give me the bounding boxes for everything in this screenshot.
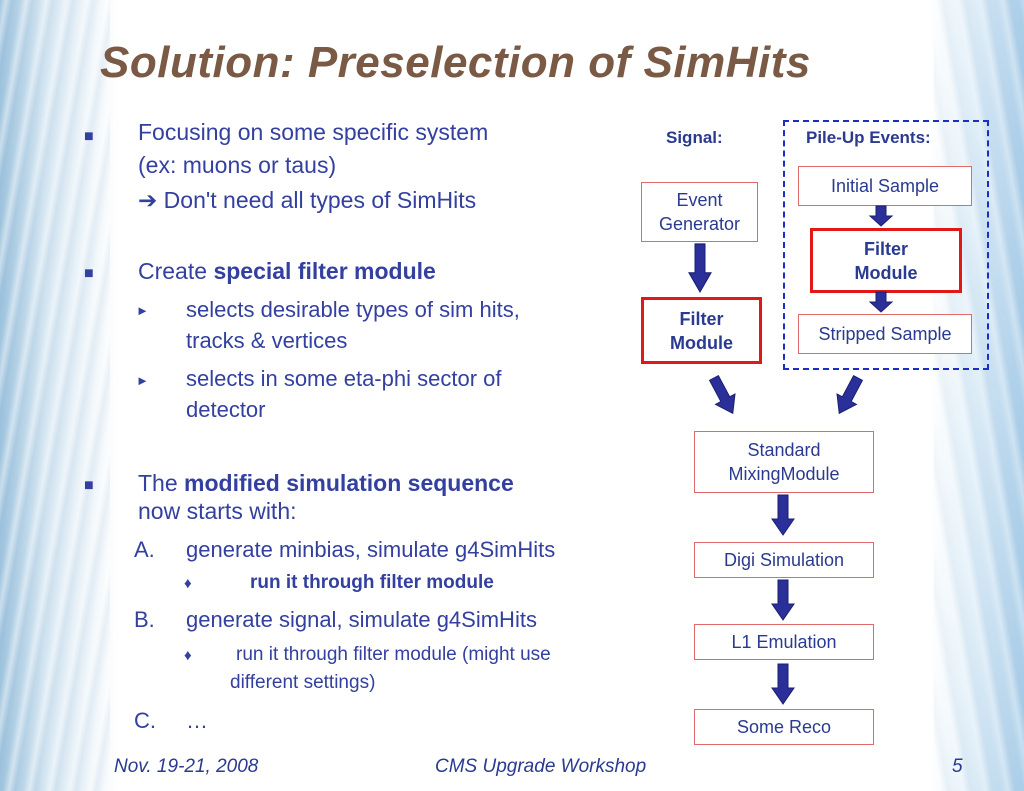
l1-emulation-box: L1 Emulation [694,624,874,660]
item-c-label: C. [134,708,156,733]
item-a-label: A. [134,537,155,562]
bullet3-prefix: The [138,470,185,496]
bullet1-line3-text: Don't need all types of SimHits [163,187,477,213]
slide-title: Solution: Preselection of SimHits [100,38,811,87]
item-b-sub-line2: different settings) [230,672,376,693]
item-b-text: generate signal, simulate g4SimHits [186,607,537,632]
bullet2-prefix: Create [138,258,214,284]
bullet2-sub2-line1: selects in some eta-phi sector of [186,366,502,391]
digi-simulation-box: Digi Simulation [694,542,874,578]
arrow-diagonal-icon [703,372,743,419]
item-b-sub-line1: run it through filter module (might use [236,644,551,665]
event-generator-box: Event Generator [641,182,758,242]
pileup-label: Pile-Up Events: [806,128,931,147]
arrow-down-icon [869,205,893,227]
diamond-bullet-icon: ♦ [184,575,192,592]
item-c-text: … [186,708,208,733]
signal-label: Signal: [666,128,723,147]
bullet2-sub1-line2: tracks & vertices [186,328,348,353]
arrow-down-icon [771,579,795,621]
diamond-bullet-icon: ♦ [184,647,192,664]
arrow-down-icon [771,494,795,536]
item-b-label: B. [134,607,155,632]
arrow-down-icon [688,243,712,293]
signal-filter-module-box: Filter Module [641,297,762,364]
pileup-events-group [783,120,989,370]
page-number: 5 [952,756,963,777]
background-decoration-left [0,0,110,791]
bullet1-line1: Focusing on some specific system [138,119,489,145]
bullet1-line3: ➔ Don't need all types of SimHits [138,185,476,215]
bullet3: The modified simulation sequence [138,468,514,498]
triangle-bullet-icon: ► [136,303,149,318]
square-bullet-icon: ■ [84,265,94,282]
bullet2-sub1-line1: selects desirable types of sim hits, [186,297,520,322]
standard-mixing-module-box: Standard MixingModule [694,431,874,493]
bullet2: Create special filter module [138,256,436,286]
arrow-diagonal-icon [829,372,869,419]
triangle-bullet-icon: ► [136,373,149,388]
bullet2-sub2-line2: detector [186,397,266,422]
item-a-sub: run it through filter module [250,570,494,596]
arrow-down-icon [869,291,893,313]
arrow-right-icon: ➔ [138,187,158,213]
initial-sample-box: Initial Sample [798,166,972,206]
arrow-down-icon [771,663,795,705]
bullet3-bold: modified simulation sequence [184,470,514,496]
item-a-sub-bold: run it through filter module [250,572,494,593]
square-bullet-icon: ■ [84,477,94,494]
square-bullet-icon: ■ [84,128,94,145]
bullet3-line2: now starts with: [138,498,297,524]
footer-event: CMS Upgrade Workshop [435,756,647,777]
item-a-text: generate minbias, simulate g4SimHits [186,537,556,562]
footer-date: Nov. 19-21, 2008 [114,756,259,777]
stripped-sample-box: Stripped Sample [798,314,972,354]
some-reco-box: Some Reco [694,709,874,745]
bullet1-line2: (ex: muons or taus) [138,152,337,178]
background-decoration-right [934,0,1024,791]
bullet2-bold: special filter module [213,258,436,284]
